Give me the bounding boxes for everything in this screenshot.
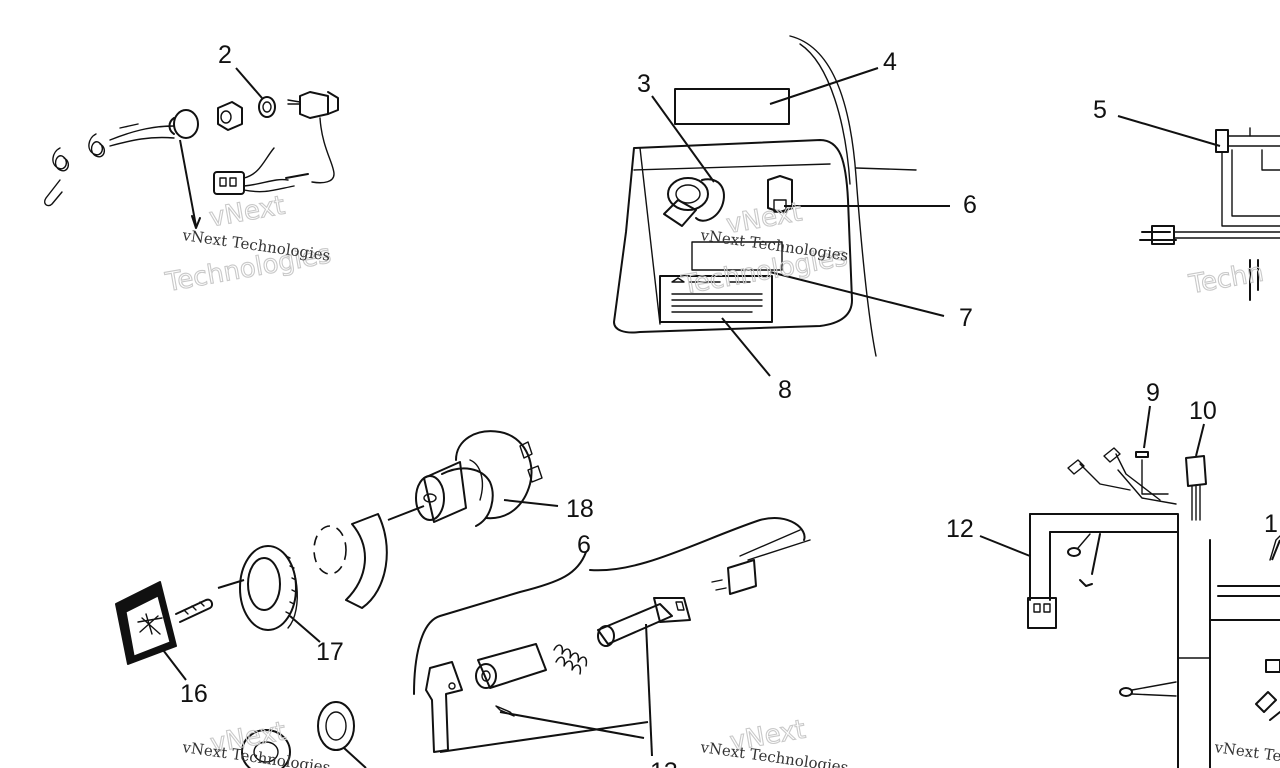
callout-8: 8 <box>778 376 792 404</box>
callout-13: 13 <box>650 758 678 768</box>
watermark-big-top: vNext <box>207 191 287 234</box>
callout-10: 10 <box>1189 397 1217 425</box>
callout-6-lower: 6 <box>577 531 591 559</box>
main-harness-assembly: 9 10 1 12 <box>946 379 1280 768</box>
callout-11-partial: 1 <box>1264 510 1278 538</box>
callout-6-upper: 6 <box>963 191 977 219</box>
throttle-switch-assembly: 6 13 <box>413 517 811 768</box>
callout-7: 7 <box>959 304 973 332</box>
lanyard-switch-assembly: 2 <box>43 41 339 229</box>
callout-2: 2 <box>218 41 232 69</box>
watermark-small: vNext Technologies <box>1212 738 1280 768</box>
callout-18: 18 <box>566 495 594 523</box>
callout-4: 4 <box>883 48 897 76</box>
callout-9: 9 <box>1146 379 1160 407</box>
ignition-lock-assembly: 18 17 16 <box>115 430 594 768</box>
callout-16: 16 <box>180 680 208 708</box>
harness-assembly-top: 5 <box>1093 96 1280 301</box>
watermarks: vNext Technologies vNext Technologies vN… <box>162 190 1280 768</box>
watermark-big-partial: Techn <box>1186 258 1266 301</box>
callout-17: 17 <box>316 638 344 666</box>
callout-12: 12 <box>946 515 974 543</box>
callout-3: 3 <box>637 70 651 98</box>
callout-5: 5 <box>1093 96 1107 124</box>
dash-panel-assembly: 3 4 6 7 8 <box>613 35 977 404</box>
